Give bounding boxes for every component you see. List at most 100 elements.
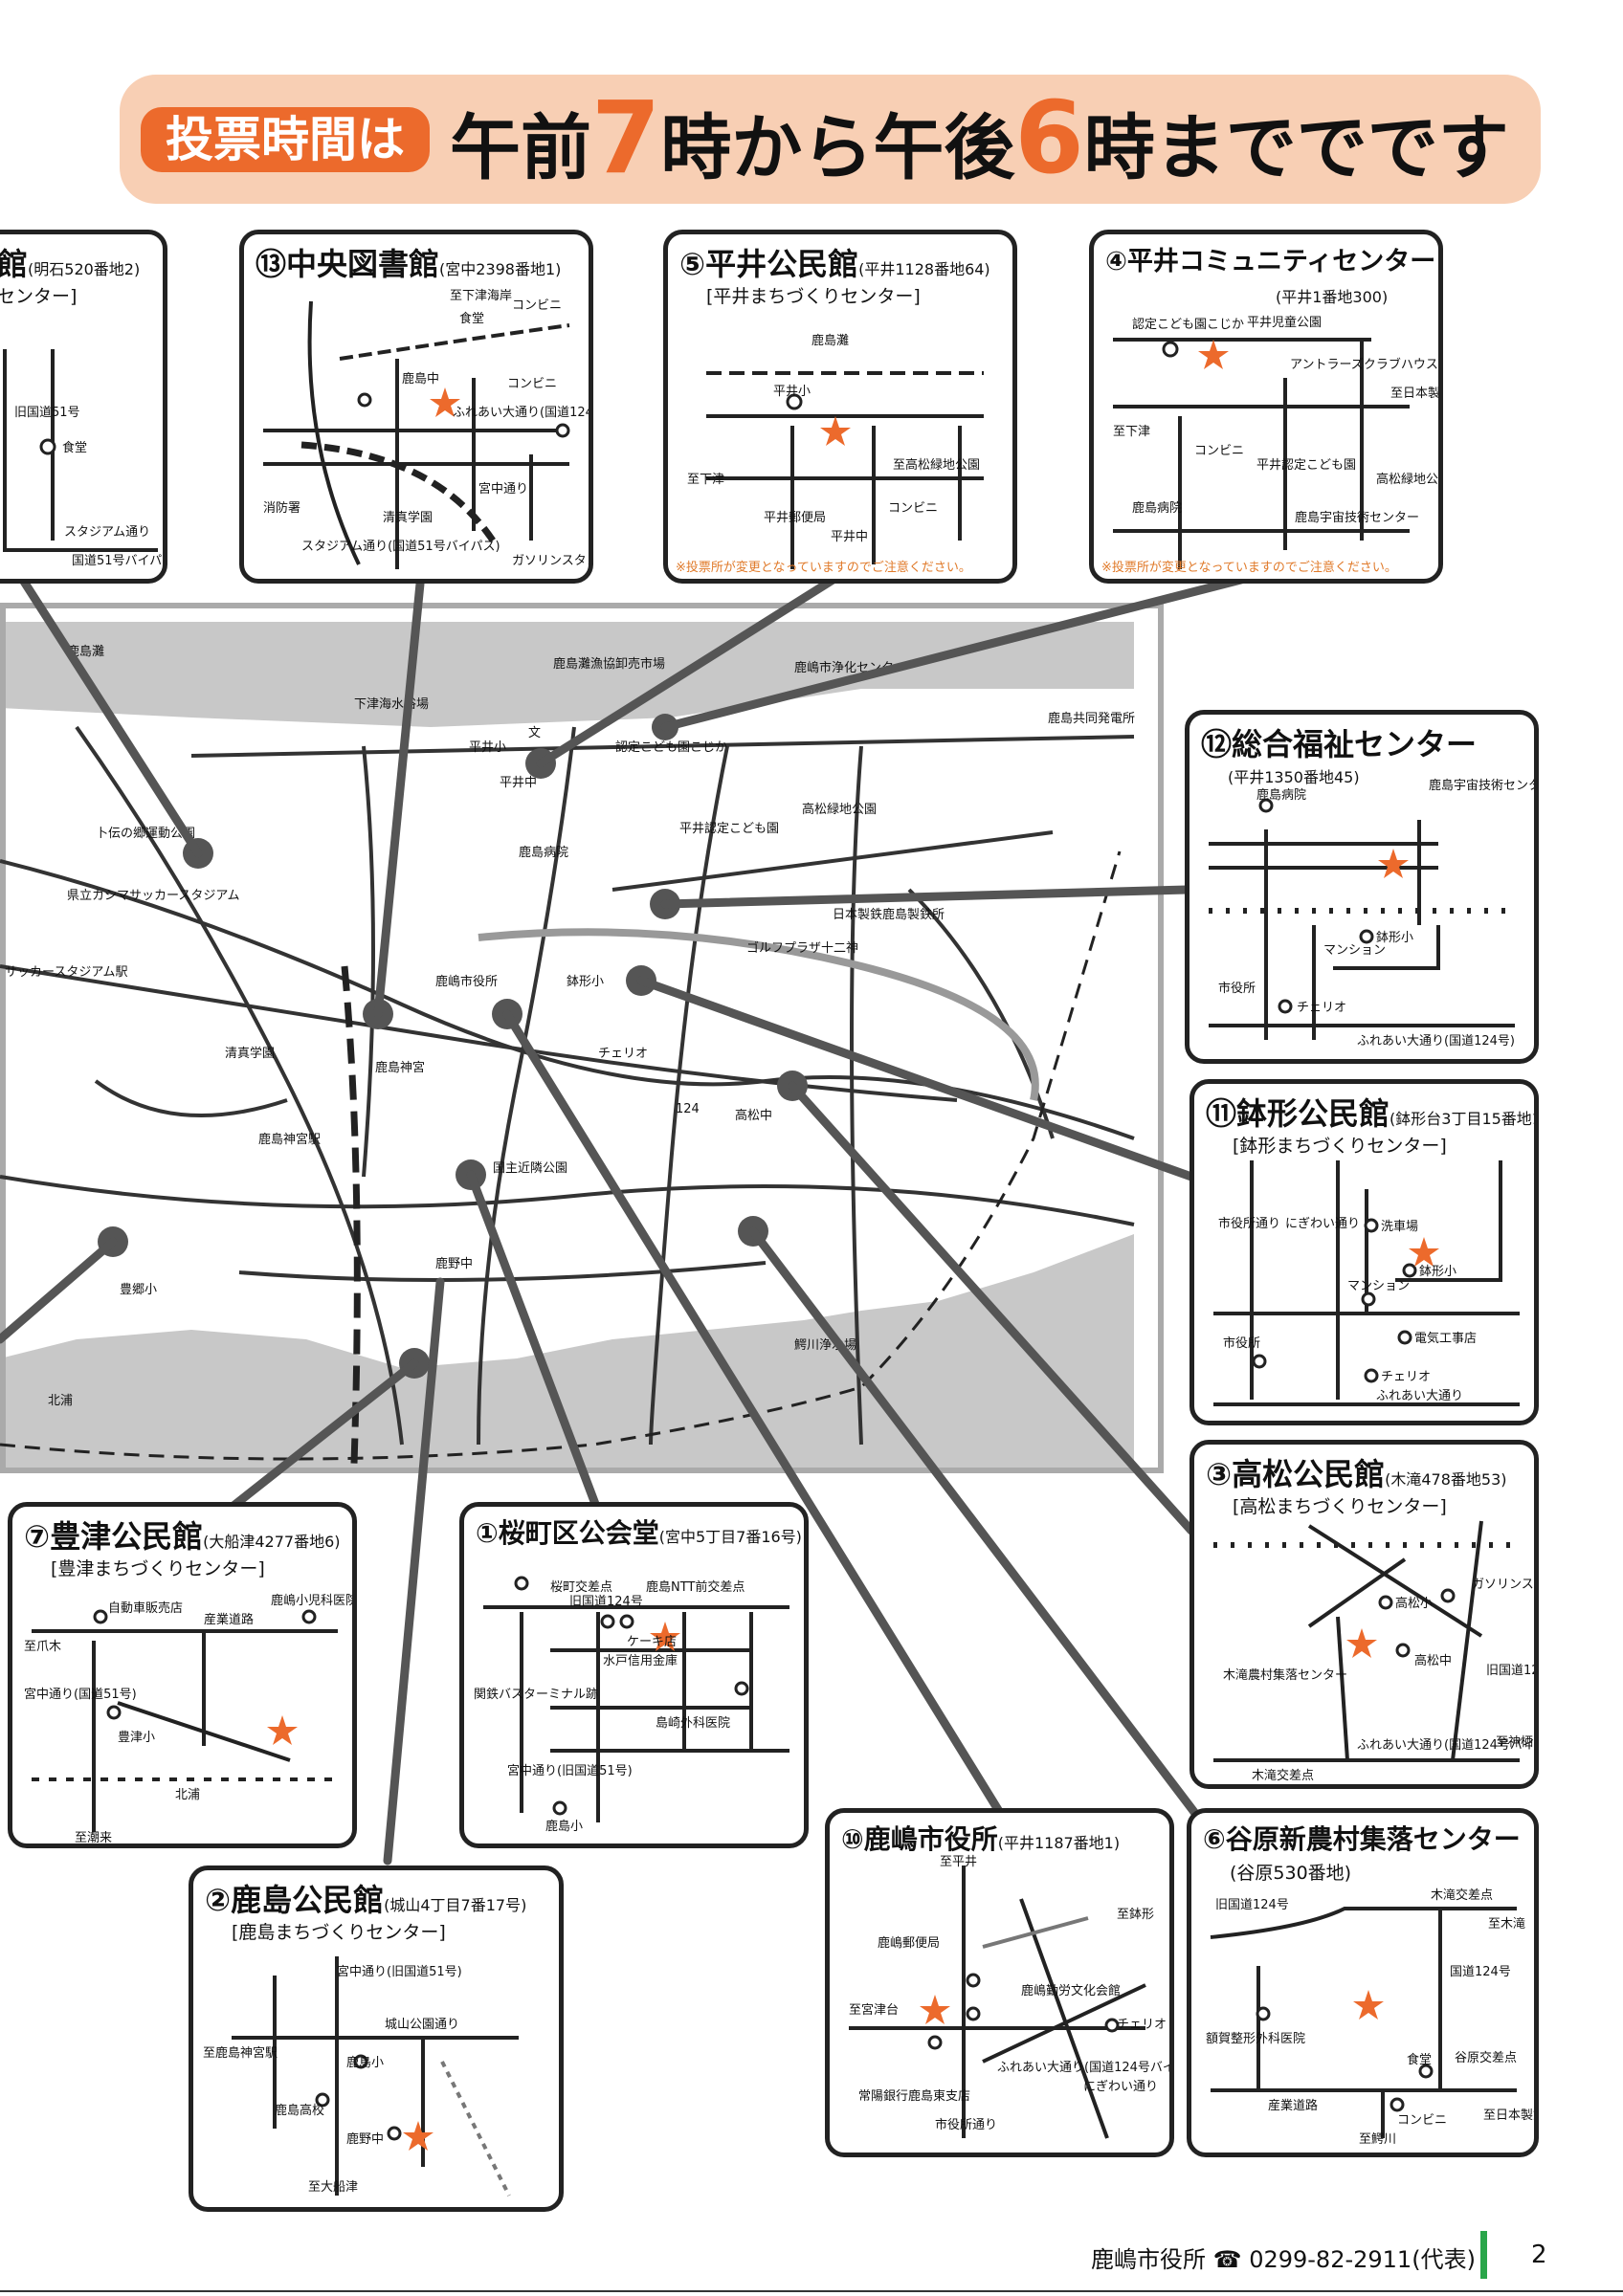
map-label: サッカースタジアム駅 (5, 965, 127, 980)
map-label: 県立カシマサッカースタジアム (67, 889, 239, 903)
map-marker-icon (1258, 798, 1274, 813)
card-label: 鹿島病院 (1132, 500, 1182, 516)
card-label: 北浦 (175, 1788, 200, 1802)
card-label: 市役所通り (1218, 1216, 1280, 1231)
card-label: スタジアム通り(国道51号バイパス) (301, 540, 500, 554)
orange-star-icon (1409, 1237, 1439, 1267)
polling-card-13-central-library: ⑬中央図書館(宮中2398番地1) 至下津海岸 食堂 コンビニ コンビニ 鹿島中… (239, 230, 593, 584)
school-mark: 文 (528, 726, 541, 740)
map-label: 鹿島共同発電所 (1048, 711, 1135, 726)
map-marker-icon (1395, 1643, 1411, 1658)
map-marker-icon (966, 2006, 981, 2021)
main-map: 鹿島灘 鹿島灘漁協卸売市場 鹿嶋市浄化センター 下津海水浴場 鹿島共同発電所 平… (0, 603, 1164, 1473)
card-label: 鹿嶋小児科医院 (271, 1593, 357, 1608)
card-label: 鹿島小 (346, 2055, 384, 2070)
page-number: 2 (1531, 2241, 1547, 2269)
card-label: にぎわい通り (1285, 1217, 1360, 1231)
card-address: (平井1350番地45) (1228, 768, 1360, 786)
map-marker-icon (106, 1705, 122, 1720)
banner-tag: 投票時間は (141, 107, 430, 172)
card-map: 至下津海岸 食堂 コンビニ コンビニ 鹿島中 ふれあい大通り(国道124号バイパ… (263, 289, 589, 569)
polling-card-10-city-hall: ⑩鹿嶋市役所(平井1187番地1) 至平井 至鉢形 鹿嶋郵便局 至宮津台 鹿嶋勤… (825, 1808, 1174, 2157)
card-title: ⑦豊津公民館 (24, 1518, 204, 1555)
card-label: 宮中通り(旧国道51号) (507, 1763, 633, 1778)
card-label: アントラーズクラブハウス (1290, 357, 1438, 372)
card-label: 平井認定こども園 (1256, 457, 1356, 473)
bottom-rule (0, 2290, 1623, 2292)
card-subtitle: [鉢形まちづくりセンター] (1233, 1136, 1447, 1157)
card-label: 平井児童公園 (1247, 315, 1322, 330)
map-label: 鉢形小 (567, 975, 604, 989)
polling-card-11-hachigata-community-hall: ⑪鉢形公民館(鉢形台3丁目15番地1) [鉢形まちづくりセンター] 市役所通り … (1189, 1079, 1539, 1425)
polling-card-06-yahara-rural-center: ⑥谷原新農村集落センター (谷原530番地) 旧国道124号 木滝交差点 至木滝… (1187, 1808, 1539, 2157)
card-title: ④平井コミュニティセンター (1105, 247, 1436, 276)
map-marker-icon (600, 1614, 615, 1629)
polling-card-05-hirai-community-hall: ⑤平井公民館(平井1128番地64) [平井まちづくりセンター] 鹿島灘 平井小… (663, 230, 1017, 584)
card-address: (城山4丁目7番17号) (384, 1896, 527, 1914)
card-label: 自動車販売店 (108, 1601, 183, 1616)
card-map: 至平井 至鉢形 鹿嶋郵便局 至宮津台 鹿嶋勤労文化会館 チェリオ 常陽銀行鹿島東… (849, 1855, 1169, 2139)
card-address: (平井1番地300) (1276, 288, 1389, 306)
map-label: ゴルフプラザ十二神 (746, 940, 858, 956)
polling-card-04-hirai-community-center: ④平井コミュニティセンター (平井1番地300) 認定こども園こじか 平井児童公… (1089, 230, 1443, 584)
map-label: 鹿島灘漁協卸売市場 (553, 656, 665, 672)
card-label: 市役所通り (935, 2117, 997, 2132)
card-label: 食堂 (1407, 2052, 1432, 2067)
card-title: ②鹿島公民館 (205, 1882, 385, 1918)
card-label: 旧国道124号 (1486, 1664, 1539, 1678)
map-marker-icon (1418, 2064, 1434, 2079)
card-label: 高松緑地公園 (1376, 472, 1443, 487)
map-marker-icon (552, 1800, 567, 1816)
card-label: 鹿嶋勤労文化会館 (1021, 1983, 1121, 1998)
card-label: にぎわい通り (1083, 2080, 1158, 2094)
card-map: 至鹿島神宮駅 宮中通り(旧国道51号) 城山公園通り 鹿島小 鹿島高校 鹿野中 … (203, 1956, 519, 2197)
card-subtitle: [豊津まちづくりセンター] (51, 1558, 265, 1579)
map-label: 鹿野中 (435, 1256, 473, 1271)
map-marker-icon (619, 1614, 634, 1629)
map-marker-icon (315, 2092, 330, 2108)
card-label: 鹿島灘 (812, 333, 849, 348)
map-marker-icon (1162, 341, 1179, 358)
card-label: 平井中 (831, 530, 868, 544)
card-label: 鉢形小 (1376, 931, 1413, 945)
card-label: 至鰐川 (1359, 2132, 1396, 2147)
card-address: (大船津4277番地6) (203, 1533, 341, 1551)
map-label: 北浦 (48, 1394, 73, 1408)
map-marker-icon (1256, 2006, 1271, 2021)
card-map: ガソリンスタンド 高松小 高松中 旧国道124号 木滝農村集落センター ふれあい… (1213, 1520, 1539, 1783)
card-label: 平井郵便局 (764, 511, 826, 525)
polling-card-12-welfare-center: ⑫総合福祉センター (平井1350番地45) 鹿島宇宙技術センター 鹿島病院 マ… (1185, 710, 1539, 1064)
map-marker-icon (1402, 1263, 1417, 1278)
card-label: 至高松緑地公園 (893, 457, 980, 473)
card-label: 高松小 (1395, 1596, 1433, 1611)
card-subtitle: [高松まちづくりセンター] (1233, 1496, 1447, 1517)
route-124-sign: 124 (676, 1102, 700, 1116)
card-label: チェリオ (1297, 1001, 1346, 1015)
card-map: 旧国道51号 食堂 スタジアム通り 国道51号バイパス (3, 349, 163, 568)
footer-divider (1480, 2231, 1487, 2279)
map-marker-icon (387, 2126, 402, 2141)
card-address: (平井1187番地1) (997, 1834, 1121, 1852)
card-address: (木滝478番地53) (1385, 1470, 1507, 1489)
card-label: 高松中 (1414, 1653, 1452, 1668)
card-note: ※投票所が変更となっていますのでご注意ください。 (676, 561, 971, 575)
card-label: 桜町交差点 (550, 1579, 612, 1595)
card-label: 至下津 (687, 473, 724, 487)
card-label: 鉢形小 (1419, 1265, 1456, 1279)
banner-text: 午前7時から午後6時まででです (450, 79, 1509, 196)
card-label: 至大船津 (308, 2180, 358, 2195)
card-label: 城山公園通り (385, 2018, 459, 2032)
card-map: 桜町交差点 鹿島NTT前交差点 旧国道124号 関鉄バスターミナル跡 水戸信用金… (474, 1576, 789, 1834)
card-address: (鉢形台3丁目15番地1) (1390, 1110, 1539, 1128)
orange-star-icon (920, 1995, 950, 2024)
card-title: ⑬中央図書館 (256, 246, 440, 282)
card-label: 認定こども園こじか (1132, 317, 1244, 332)
card-label: ふれあい大通り(国道124号バイパス) (1357, 1738, 1539, 1753)
map-marker-icon (301, 1609, 317, 1624)
card-label: ふれあい大通り(国道124号) (1357, 1034, 1515, 1049)
card-label: 洗車場 (1381, 1220, 1418, 1234)
card-title: ⑫総合福祉センター (1201, 726, 1478, 762)
footer-phone: 0299-82-2911(代表) (1249, 2246, 1476, 2273)
map-marker-icon (734, 1681, 749, 1696)
card-map: 自動車販売店 鹿嶋小児科医院 至爪木 産業道路 宮中通り(国道51号) 豊津小 … (24, 1593, 357, 1843)
